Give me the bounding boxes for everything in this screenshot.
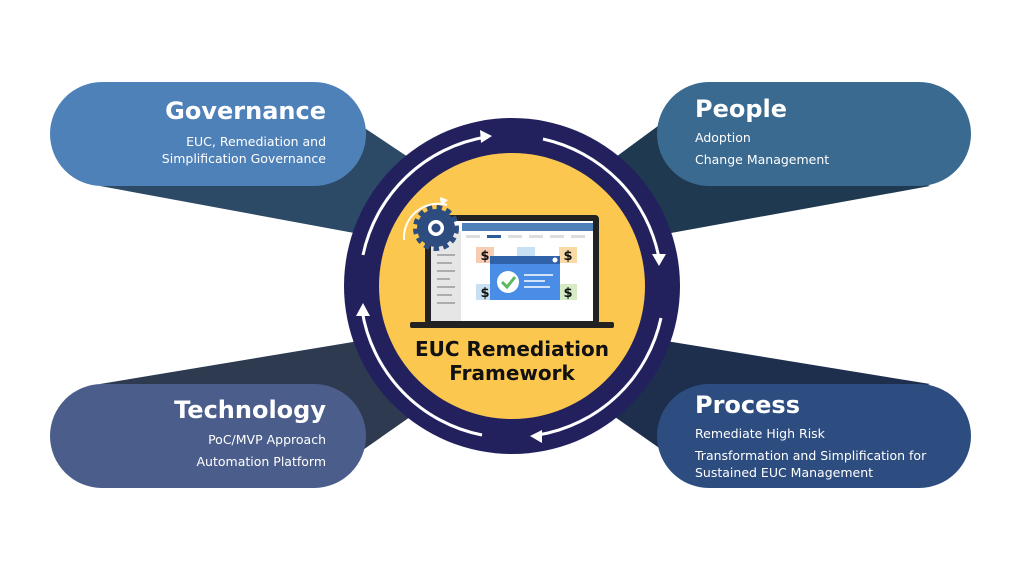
process-line: Transformation and Simplification for (694, 448, 927, 463)
governance-pill (50, 82, 366, 186)
cycle-arrows-icon (360, 135, 663, 437)
people-title: People (695, 95, 787, 123)
people-pill (657, 82, 971, 186)
arrowheads (356, 130, 666, 443)
people-line: Change Management (695, 152, 829, 167)
process-line: Sustained EUC Management (695, 465, 873, 480)
center-title-line1: EUC Remediation (415, 337, 609, 361)
gear-icon (402, 197, 459, 251)
technology-title: Technology (174, 396, 326, 424)
people-line: Adoption (695, 130, 751, 145)
technology-line: Automation Platform (197, 454, 327, 469)
governance-line: EUC, Remediation and (186, 134, 326, 149)
technology-pill (50, 384, 366, 488)
check-icon (497, 271, 519, 293)
technology-line: PoC/MVP Approach (208, 432, 326, 447)
process-title: Process (695, 391, 800, 419)
governance-line: Simplification Governance (162, 151, 327, 166)
dollar-icon: $ (480, 249, 489, 264)
laptop-dashboard-icon: $ $ $ $ (410, 215, 614, 328)
dollar-icon: $ (480, 286, 489, 301)
dollar-icon: $ (563, 286, 572, 301)
process-pill (657, 384, 971, 488)
dollar-icon: $ (563, 249, 572, 264)
center-title-line2: Framework (449, 361, 575, 385)
governance-title: Governance (165, 97, 326, 125)
process-line: Remediate High Risk (695, 426, 826, 441)
